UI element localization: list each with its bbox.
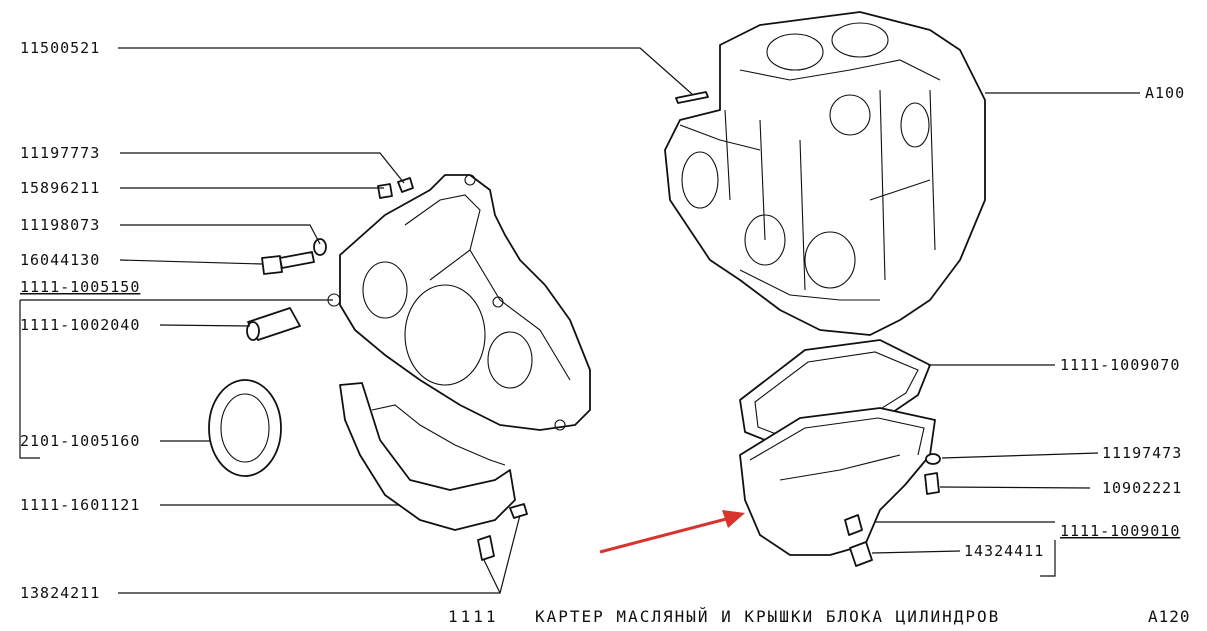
label-1111-1009010: 1111-1009010 <box>1060 522 1180 540</box>
label-13824211: 13824211 <box>20 584 100 602</box>
bolts-13824211-drawing <box>477 503 528 561</box>
seal-2101-1005160-drawing <box>208 379 282 477</box>
label-11197773: 11197773 <box>20 144 100 162</box>
bolt-10902221-drawing <box>924 472 940 495</box>
oil-pan-1111-1009010-drawing <box>739 407 936 556</box>
label-16044130: 16044130 <box>20 251 100 269</box>
washer-11198073-drawing <box>313 238 327 256</box>
washer-11197473-drawing <box>925 453 941 465</box>
shield-1111-1601121-drawing <box>339 382 516 531</box>
label-14324411: 14324411 <box>964 542 1044 560</box>
label-11197473: 11197473 <box>1102 444 1182 462</box>
gasket-1111-1009070-drawing <box>739 339 931 451</box>
label-1111-1601121: 1111-1601121 <box>20 496 140 514</box>
nut-11197773-drawing <box>397 177 414 193</box>
label-11198073: 11198073 <box>20 216 100 234</box>
front-cover-drawing <box>327 174 591 431</box>
stud-11500521-drawing <box>675 91 709 104</box>
footer-caption: 1111 КАРТЕР МАСЛЯНЫЙ И КРЫШКИ БЛОКА ЦИЛИ… <box>448 607 1191 626</box>
label-2101-1005160: 2101-1005160 <box>20 432 140 450</box>
leader-lines <box>19 47 1140 594</box>
label-15896211: 15896211 <box>20 179 100 197</box>
footer-code: 1111 <box>448 607 499 626</box>
label-10902221: 10902221 <box>1102 479 1182 497</box>
engine-block-drawing <box>664 11 986 336</box>
label-11500521: 11500521 <box>20 39 100 57</box>
bolt-16044130-drawing <box>261 251 315 275</box>
label-1111-1002040: 1111-1002040 <box>20 316 140 334</box>
footer-title: КАРТЕР МАСЛЯНЫЙ И КРЫШКИ БЛОКА ЦИЛИНДРОВ <box>535 607 1000 626</box>
part-labels: 11500521 11197773 15896211 11198073 1604… <box>20 39 1185 602</box>
plug-14324411-drawing <box>849 541 873 567</box>
label-A100: A100 <box>1145 84 1185 102</box>
bushing-1111-1002040-drawing <box>246 307 301 341</box>
label-1111-1009070: 1111-1009070 <box>1060 356 1180 374</box>
nut-15896211-drawing <box>377 183 393 199</box>
footer-page: A120 <box>1148 607 1191 626</box>
highlight-arrow <box>599 510 745 554</box>
label-1111-1005150: 1111-1005150 <box>20 278 140 296</box>
